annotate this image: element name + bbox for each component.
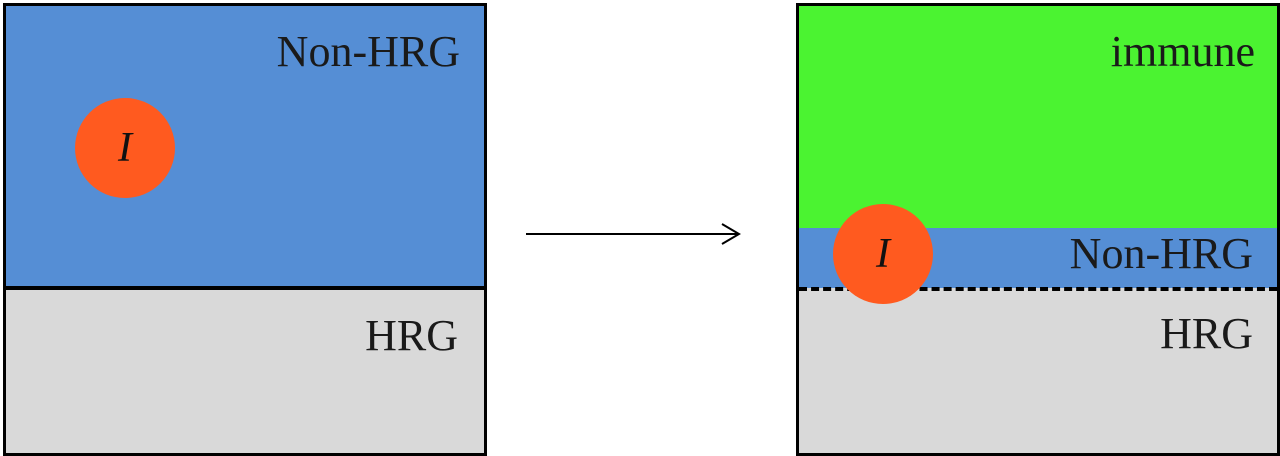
right-arrow-icon [526,223,741,245]
non-hrg-label: Non-HRG [1069,229,1253,278]
immune-label: immune [1110,27,1255,76]
hrg-label: HRG [1160,309,1253,358]
after-panel: immune Non-HRG HRG I [796,3,1280,456]
dashed-boundary [799,287,1277,291]
infected-node: I [833,204,933,304]
hrg-label: HRG [365,311,458,360]
infected-label: I [876,231,890,277]
infected-node: I [75,98,175,198]
infected-label: I [118,125,132,171]
hrg-region: HRG [799,288,1277,453]
before-panel: Non-HRG HRG I [3,3,487,456]
hrg-region: HRG [6,290,484,453]
immune-region: immune [799,6,1277,228]
non-hrg-label: Non-HRG [276,27,460,76]
